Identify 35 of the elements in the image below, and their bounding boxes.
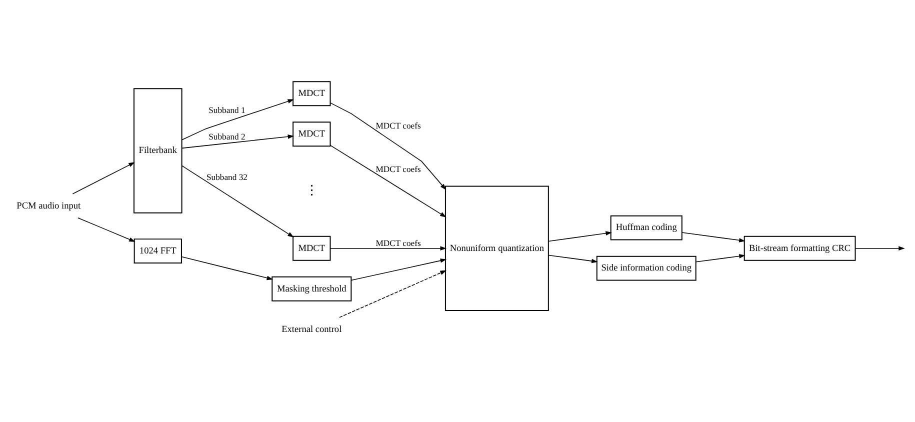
node-text: External control — [281, 324, 342, 334]
edge-label: MDCT coefs — [375, 164, 420, 174]
edge-label: Subband 1 — [208, 104, 245, 115]
label: ⋮ — [304, 182, 318, 198]
node-box: Side information coding — [596, 255, 696, 280]
arrow — [72, 162, 134, 194]
node-box: MDCT — [292, 235, 330, 260]
arrow — [180, 164, 294, 237]
node-box: Masking threshold — [271, 276, 352, 301]
edge-label: Subband 32 — [206, 172, 247, 182]
node-box: MDCT — [292, 121, 330, 146]
node-text: PCM audio input — [16, 200, 80, 211]
arrow — [180, 134, 294, 148]
edge-label: MDCT coefs — [375, 120, 420, 130]
arrow — [548, 230, 612, 242]
arrow — [329, 144, 446, 217]
arrow — [329, 102, 446, 190]
edge-label: MDCT coefs — [375, 237, 420, 248]
arrow — [77, 216, 135, 242]
node-box: 1024 FFT — [133, 238, 182, 263]
node-box: Nonuniform quantization — [444, 185, 548, 310]
arrow — [548, 254, 598, 263]
node-box: Filterbank — [132, 88, 182, 213]
arrow — [350, 258, 446, 280]
node-box: Bit-stream formatting CRC — [743, 235, 856, 260]
node-box: Huffman coding — [610, 214, 682, 240]
node-box: MDCT — [292, 80, 330, 106]
edge-label: Subband 2 — [208, 131, 245, 142]
arrow — [338, 270, 446, 318]
arrow — [681, 232, 745, 242]
arrow — [180, 98, 294, 140]
arrow — [180, 256, 273, 280]
arrow — [329, 246, 446, 250]
arrow — [854, 246, 904, 250]
arrow — [695, 254, 745, 262]
